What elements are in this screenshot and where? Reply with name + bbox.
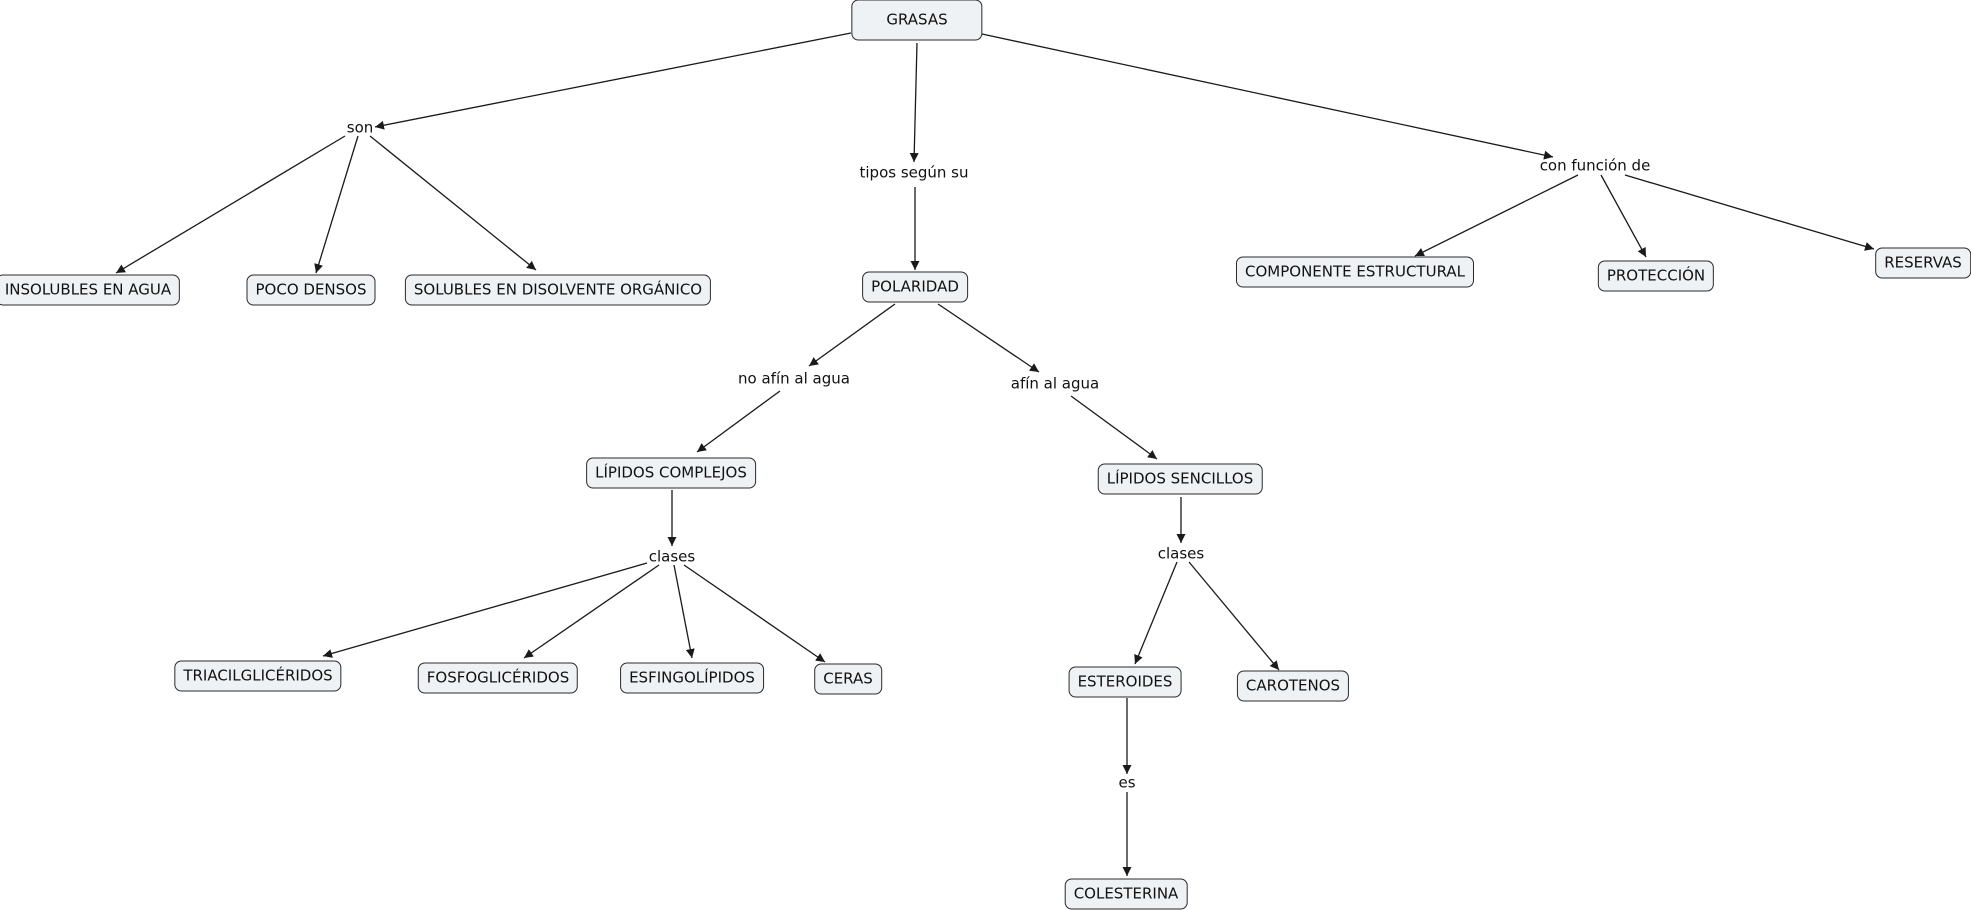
concept-ceras[interactable]: CERAS — [814, 663, 882, 695]
edge-clases-esteroides — [1134, 561, 1178, 665]
edge-funcion-reservas — [1624, 174, 1875, 251]
concept-carotenos[interactable]: CAROTENOS — [1236, 670, 1350, 702]
edge-clases-esfingo — [673, 564, 695, 659]
edge-clases-carotenos — [1188, 561, 1280, 671]
concept-lipidos-sencillos[interactable]: LÍPIDOS SENCILLOS — [1097, 463, 1263, 495]
link-es[interactable]: es — [1118, 773, 1136, 792]
link-no-afin-al-agua[interactable]: no afín al agua — [738, 369, 850, 388]
edge-grasas-funcion — [981, 33, 1554, 160]
concept-polaridad[interactable]: POLARIDAD — [862, 271, 968, 303]
edge-son-solubles — [369, 135, 537, 271]
concept-lipidos-complejos[interactable]: LÍPIDOS COMPLEJOS — [586, 457, 756, 489]
edge-clases-triacil — [322, 562, 648, 658]
concept-colesterina[interactable]: COLESTERINA — [1064, 878, 1188, 910]
concept-esteroides[interactable]: ESTEROIDES — [1068, 666, 1182, 698]
concept-componente-estructural[interactable]: COMPONENTE ESTRUCTURAL — [1235, 256, 1475, 288]
edge-son-poco-densos — [314, 135, 359, 274]
link-tipos-segun-su[interactable]: tipos según su — [859, 163, 969, 182]
edge-grasas-tipos — [909, 42, 919, 163]
edge-grasas-son — [374, 32, 852, 130]
edge-son-insolubles — [115, 135, 346, 274]
concept-insolubles-en-agua[interactable]: INSOLUBLES EN AGUA — [0, 274, 181, 306]
concept-grasas[interactable]: GRASAS — [851, 0, 983, 41]
edge-clases-ceras — [683, 564, 826, 663]
concept-fosfogliceridos[interactable]: FOSFOGLICÉRIDOS — [417, 662, 579, 694]
edge-funcion-componente — [1414, 174, 1579, 257]
concept-triacilgliceridos[interactable]: TRIACILGLICÉRIDOS — [174, 660, 342, 692]
link-clases-sencillos[interactable]: clases — [1157, 544, 1205, 563]
edge-funcion-proteccion — [1600, 174, 1647, 258]
edge-polaridad-no-afin — [808, 303, 896, 367]
link-clases-complejos[interactable]: clases — [648, 547, 696, 566]
edge-afin-sencillos — [1070, 395, 1158, 460]
concept-poco-densos[interactable]: POCO DENSOS — [246, 274, 376, 306]
concept-esfingolipidos[interactable]: ESFINGOLÍPIDOS — [620, 662, 764, 694]
edge-polaridad-afin — [937, 303, 1040, 373]
link-son[interactable]: son — [346, 118, 374, 137]
link-afin-al-agua[interactable]: afín al agua — [1010, 374, 1100, 393]
edge-no-afin-complejos — [696, 390, 781, 453]
concept-solubles-en-disolvente[interactable]: SOLUBLES EN DISOLVENTE ORGÁNICO — [404, 274, 712, 306]
edge-clases-fosfo — [523, 564, 660, 659]
concept-proteccion[interactable]: PROTECCIÓN — [1597, 260, 1715, 292]
link-con-funcion-de[interactable]: con función de — [1539, 156, 1651, 175]
concept-reservas[interactable]: RESERVAS — [1875, 247, 1971, 279]
